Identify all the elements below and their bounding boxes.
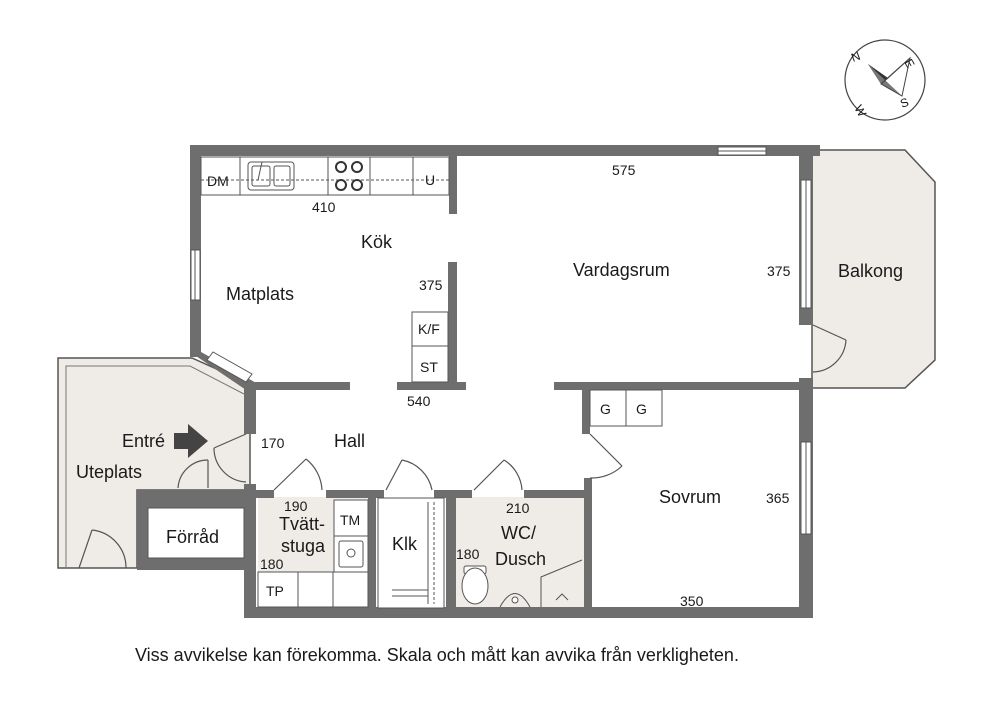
wall-top — [190, 145, 820, 156]
room-balkong: Balkong — [838, 261, 903, 281]
tinted-floors — [57, 149, 936, 609]
wall-row-top-1 — [256, 490, 274, 498]
dim-bedroom-width: 350 — [680, 593, 704, 609]
kitchen-sink — [247, 161, 295, 191]
wc-fixtures — [461, 559, 583, 608]
dimension-labels: 410 575 375 375 540 170 190 180 210 180 … — [260, 162, 791, 609]
wall-hall-top-left — [252, 382, 350, 390]
fixture-dm: DM — [207, 173, 229, 189]
wall-closet-left — [582, 390, 590, 434]
dim-living-width: 575 — [612, 162, 636, 178]
room-tvatt-2: stuga — [281, 536, 326, 556]
room-entre: Entré — [122, 431, 165, 451]
wall-hall-left — [244, 384, 256, 434]
dim-laundry-depth: 180 — [260, 556, 284, 572]
dim-wc-width: 210 — [506, 500, 530, 516]
room-tvatt-1: Tvätt- — [279, 514, 325, 534]
room-uteplats: Uteplats — [76, 462, 142, 482]
windows — [190, 146, 812, 535]
dim-laundry-width: 190 — [284, 498, 308, 514]
entry-arrow-icon — [174, 424, 208, 458]
dim-wc-depth: 180 — [456, 546, 480, 562]
wall-row-top-4 — [524, 490, 586, 498]
wall-row-top-2 — [326, 490, 384, 498]
fixture-g2: G — [636, 401, 647, 417]
fixture-st: ST — [420, 359, 438, 375]
laundry-fixtures — [257, 499, 369, 608]
room-wc-1: WC/ — [501, 523, 536, 543]
fixture-tm: TM — [340, 512, 360, 528]
terrace-inner-outline — [65, 365, 245, 568]
kitchen-stove — [335, 161, 363, 191]
room-matplats: Matplats — [226, 284, 294, 304]
kitchen-counter — [200, 156, 450, 196]
room-forrad: Förråd — [166, 527, 219, 547]
fixture-kf: K/F — [418, 321, 440, 337]
wall-klk-right — [446, 497, 456, 609]
g-closets — [589, 389, 663, 427]
forrad-room — [147, 507, 245, 559]
dim-hall-width: 540 — [407, 393, 431, 409]
wall-kitchen-divider — [449, 156, 457, 214]
dim-living-depth: 375 — [767, 263, 791, 279]
room-sovrum: Sovrum — [659, 487, 721, 507]
wall-diagonal — [190, 352, 258, 394]
klk-shelving — [377, 497, 445, 609]
wall-central-foot — [397, 382, 466, 390]
room-wc-2: Dusch — [495, 549, 546, 569]
dim-hall-depth: 170 — [261, 435, 285, 451]
fixture-g1: G — [600, 401, 611, 417]
dim-bedroom-depth: 365 — [766, 490, 790, 506]
wall-laundry-right — [368, 497, 376, 609]
compass-icon: N E S W — [844, 39, 926, 121]
fixture-tp: TP — [266, 583, 284, 599]
disclaimer-text: Viss avvikelse kan förekomma. Skala och … — [135, 645, 739, 665]
room-vardagsrum: Vardagsrum — [573, 260, 670, 280]
fixture-labels: DM U K/F ST G G TM TP — [207, 172, 647, 599]
kf-st-units — [411, 311, 449, 383]
room-klk: Klk — [392, 534, 418, 554]
wall-bedroom-top — [554, 382, 813, 390]
doors — [78, 324, 847, 569]
wall-bedroom-left — [584, 478, 592, 618]
dim-kitchen-width: 410 — [312, 199, 336, 215]
dim-kitchen-depth: 375 — [419, 277, 443, 293]
wall-central — [448, 262, 457, 386]
wall-bottom — [244, 607, 813, 618]
window-diagonal — [206, 351, 253, 383]
wall-row-top-3 — [434, 490, 472, 498]
fixture-u: U — [425, 172, 435, 188]
room-kok: Kök — [361, 232, 393, 252]
room-hall: Hall — [334, 431, 365, 451]
room-labels: Kök Matplats Vardagsrum Balkong Entré Ut… — [76, 232, 903, 569]
